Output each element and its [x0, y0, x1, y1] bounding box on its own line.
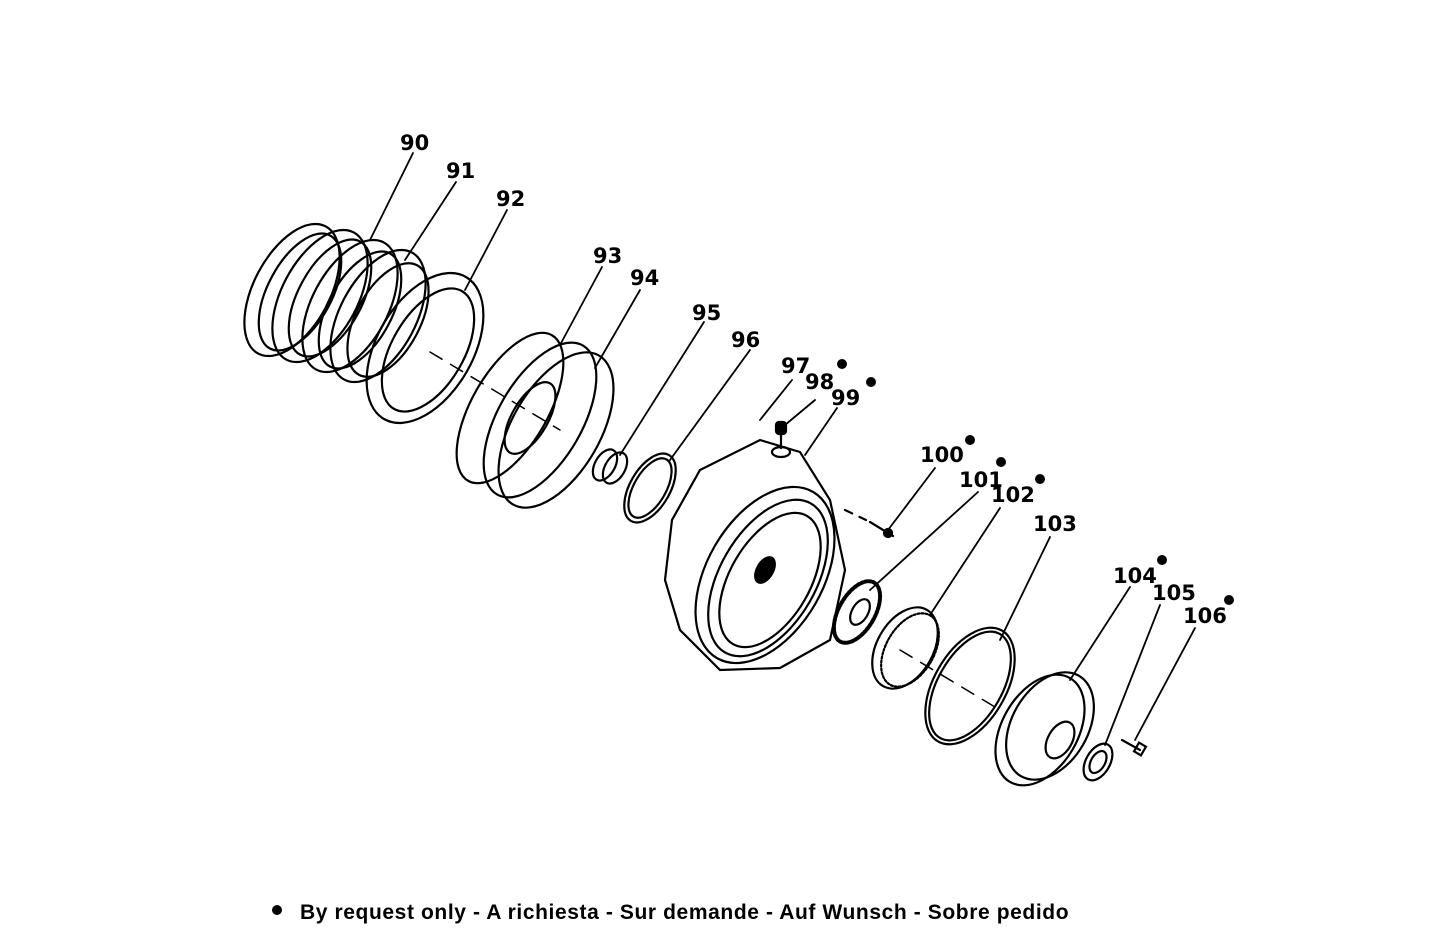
legend-text: By request only - A richiesta - Sur dema…	[300, 901, 1070, 924]
callout-103: 103	[1033, 512, 1077, 536]
piston-93	[455, 331, 598, 499]
callout-93: 93	[593, 244, 622, 268]
callout-99: 99	[831, 386, 860, 410]
seal-ring-94	[497, 351, 615, 509]
callout-90: 90	[400, 131, 429, 155]
o-ring-103	[924, 626, 1016, 746]
callout-95: 95	[692, 301, 721, 325]
callout-104: 104	[1113, 564, 1157, 588]
clutch-plates-90	[243, 222, 373, 364]
screw-100	[843, 508, 895, 539]
callout-96: 96	[731, 328, 760, 352]
pressure-plate-92	[365, 271, 485, 425]
by-request-dot-icon	[272, 905, 282, 916]
callout-105: 105	[1152, 581, 1196, 605]
callout-106: 106	[1183, 604, 1227, 628]
plug-98	[770, 420, 792, 459]
pump-housing-97	[663, 438, 847, 672]
leader-lines	[369, 152, 1196, 746]
gear-101	[831, 579, 883, 645]
ring-gear-102	[871, 606, 940, 690]
callout-98: 98	[805, 370, 834, 394]
bolt-106	[1120, 738, 1148, 757]
callout-92: 92	[496, 187, 525, 211]
callout-100: 100	[920, 443, 964, 467]
bearing-95	[591, 448, 629, 485]
callout-91: 91	[446, 159, 475, 183]
pump-cover-104	[994, 671, 1095, 787]
callout-101: 101	[959, 468, 1003, 492]
oil-seal-105	[1082, 742, 1114, 782]
by-request-markers	[837, 359, 1234, 605]
callout-102: 102	[991, 483, 1035, 507]
callout-94: 94	[630, 266, 659, 290]
legend: By request only - A richiesta - Sur dema…	[272, 901, 1069, 925]
callout-97: 97	[781, 354, 810, 378]
o-ring-96	[623, 452, 677, 524]
